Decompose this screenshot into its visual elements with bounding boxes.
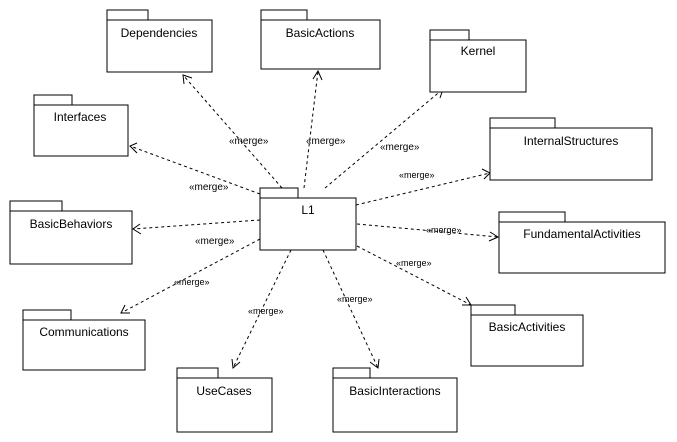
package-name: BasicInteractions (349, 384, 440, 398)
merge-label-interfaces: «merge» (189, 182, 229, 193)
package-fundamental-activities[interactable]: FundamentalActivities (498, 211, 666, 274)
merge-label-basic-actions: «merge» (306, 136, 346, 147)
merge-dependency-interfaces (129, 142, 261, 195)
merge-dependency-basic-actions (303, 69, 323, 189)
package-kernel[interactable]: Kernel (429, 29, 527, 93)
package-name: Dependencies (121, 26, 198, 40)
package-name: Communications (39, 325, 128, 339)
merge-dependency-use-cases (231, 249, 292, 369)
package-basic-behaviors[interactable]: BasicBehaviors (9, 200, 133, 265)
package-dependencies[interactable]: Dependencies (106, 9, 213, 73)
merge-label-basic-interactions: «merge» (337, 294, 373, 304)
package-basic-actions[interactable]: BasicActions (260, 9, 381, 70)
package-name: L1 (301, 203, 315, 217)
merge-dependency-basic-interactions (322, 249, 380, 369)
merge-dependency-communications (120, 238, 261, 314)
package-name: BasicActions (286, 26, 355, 40)
merge-label-basic-behaviors: «merge» (195, 236, 235, 247)
merge-label-kernel: «merge» (380, 142, 420, 153)
merge-label-fundamental-activities: «merge» (426, 225, 462, 235)
merge-dependency-basic-behaviors (132, 219, 261, 235)
merge-label-basic-activities: «merge» (396, 258, 432, 268)
package-name: BasicBehaviors (30, 217, 113, 231)
package-basic-interactions[interactable]: BasicInteractions (332, 367, 458, 433)
package-basic-activities[interactable]: BasicActivities (470, 304, 584, 367)
package-name: InternalStructures (524, 134, 619, 148)
merge-label-dependencies: «merge» (229, 136, 269, 147)
package-name: UseCases (196, 384, 251, 398)
package-name: BasicActivities (489, 320, 566, 334)
merge-label-internal-structures: «merge» (399, 170, 435, 180)
package-name: Interfaces (54, 110, 107, 124)
package-internal-structures[interactable]: InternalStructures (489, 117, 653, 181)
merge-dependency-basic-activities (356, 245, 472, 306)
merge-dependency-dependencies (182, 74, 283, 189)
package-l1[interactable]: L1 (259, 187, 357, 251)
package-name: Kernel (461, 44, 496, 58)
package-interfaces[interactable]: Interfaces (33, 94, 129, 157)
package-use-cases[interactable]: UseCases (176, 367, 273, 433)
package-communications[interactable]: Communications (22, 309, 146, 371)
merge-label-communications: «merge» (174, 277, 210, 287)
package-name: FundamentalActivities (523, 227, 640, 241)
merge-label-use-cases: «merge» (248, 306, 284, 316)
merge-dependency-fundamental-activities (356, 223, 500, 242)
